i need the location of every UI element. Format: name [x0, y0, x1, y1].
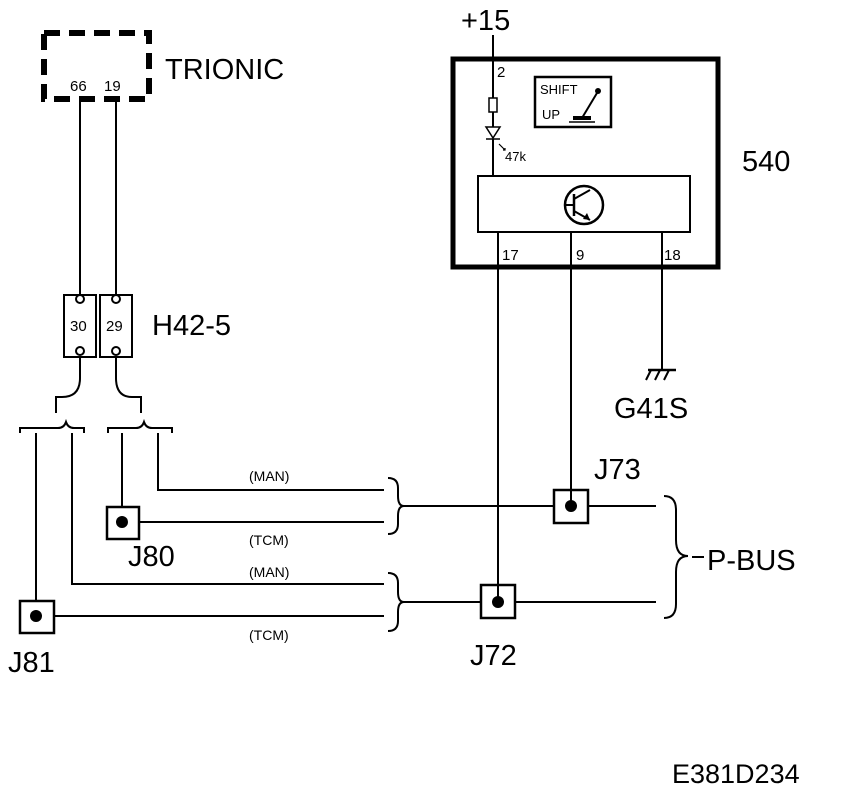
trionic-unit: TRIONIC 66 19: [41, 30, 284, 102]
junction-box: [18, 599, 56, 635]
figure-code: E381D234: [672, 759, 800, 789]
wire-lower-tcm: [35, 433, 384, 617]
junction-dot: [116, 516, 128, 528]
connector-pin-dot: [75, 294, 85, 304]
junction-j81: J81: [8, 599, 56, 679]
module-pin-17: 17: [502, 247, 519, 264]
module-label: 540: [742, 146, 790, 178]
wire-lower-man: [71, 433, 384, 585]
supply-label: +15: [461, 5, 510, 37]
shift-indicator-line1: SHIFT: [540, 82, 578, 97]
junction-j80: J80: [105, 505, 175, 573]
junction-j72: J72: [470, 583, 517, 672]
twisted-pair-brace-left: [19, 418, 85, 433]
pbus-label: P-BUS: [707, 545, 796, 577]
module-540: 540 +15 2 47k SHIFT UP: [450, 5, 790, 270]
junction-j73: J73: [552, 454, 641, 525]
label-man-lower: (MAN): [249, 564, 289, 580]
junction-j81-label: J81: [8, 647, 55, 679]
gear-lever-icon: [569, 88, 601, 123]
module-pin-supply: 2: [497, 64, 505, 81]
twisted-pair-brace-right: [107, 418, 173, 433]
wire-pin-29-bend: [115, 377, 142, 413]
junction-j80-label: J80: [128, 541, 175, 573]
trionic-pin-19: 19: [104, 78, 121, 95]
shift-indicator-line2: UP: [542, 107, 560, 122]
connector-pin-dot: [111, 346, 121, 356]
junction-j73-label: J73: [594, 454, 641, 486]
trionic-dashed-box: [41, 30, 152, 102]
resistor-label: 47k: [505, 149, 526, 164]
label-tcm-lower: (TCM): [249, 627, 289, 643]
pbus-brace: [663, 495, 689, 619]
label-man-upper: (MAN): [249, 468, 289, 484]
pair-merge-brace-lower: [387, 572, 405, 632]
connector-pin-dot: [75, 346, 85, 356]
connector-pin-dot: [111, 294, 121, 304]
connector-pin-30: 30: [70, 318, 87, 335]
module-pin-9: 9: [576, 247, 584, 264]
wire-pin-30-bend: [55, 377, 81, 413]
label-tcm-upper: (TCM): [249, 532, 289, 548]
junction-j72-label: J72: [470, 640, 517, 672]
trionic-pin-66: 66: [70, 78, 87, 95]
module-pin-18: 18: [664, 247, 681, 264]
ground-symbol-icon: [645, 368, 676, 381]
led-emission-arrow-icon: [498, 143, 506, 151]
connector-pin-29: 29: [106, 318, 123, 335]
trionic-label: TRIONIC: [165, 54, 284, 86]
led-icon: [484, 126, 502, 140]
transistor-icon: [563, 184, 605, 226]
ground-label: G41S: [614, 393, 688, 425]
connector-h42-5: 30 29 H42-5: [63, 294, 231, 358]
resistor-symbol: [488, 97, 498, 113]
wire-upper-man: [157, 433, 384, 491]
connector-label: H42-5: [152, 310, 231, 342]
pair-merge-brace-upper: [387, 477, 405, 535]
junction-dot: [30, 610, 42, 622]
